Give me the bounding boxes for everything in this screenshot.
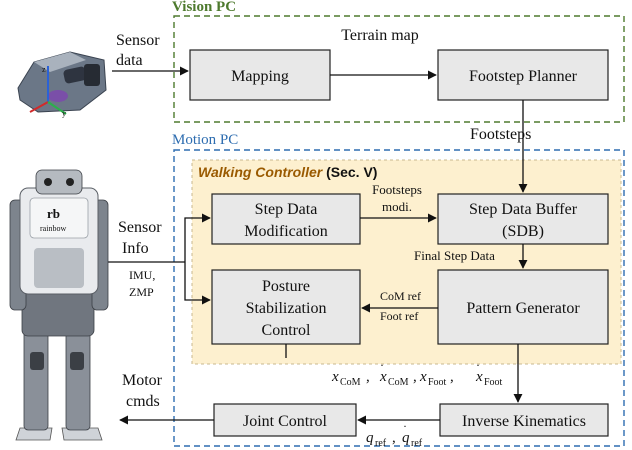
stereo-camera-icon: z y: [17, 51, 107, 118]
svg-text:ref: ref: [375, 438, 387, 449]
motion-pc-group: [173, 149, 625, 447]
mapping-label: Mapping: [231, 68, 289, 85]
joint-control-label: Joint Control: [243, 413, 328, 430]
motion-pc-title: Motion PC: [172, 132, 238, 148]
footstep-planner-box: [437, 49, 609, 101]
svg-text:Foot: Foot: [428, 377, 447, 388]
step-data-modification-label-1: Step Data: [255, 201, 318, 218]
svg-text:rainbow: rainbow: [40, 224, 66, 233]
joint-control-box: [213, 403, 357, 437]
svg-text:rb: rb: [47, 206, 60, 221]
svg-text:·: ·: [476, 358, 480, 372]
svg-text:x: x: [419, 369, 427, 385]
svg-text:q: q: [402, 430, 410, 446]
imu-zmp-label-1: IMU,: [129, 268, 155, 282]
svg-text:q: q: [366, 430, 374, 446]
state-vector-label: x CoM , x · CoM , x Foot , x · Foot: [331, 358, 503, 388]
footstep-planner-label: Footstep Planner: [469, 68, 578, 85]
arrow-sensor-to-modification: [184, 213, 211, 262]
svg-text:·: ·: [403, 419, 407, 433]
motor-cmds-label-1: Motor: [122, 372, 163, 389]
footsteps-modi-label-2: modi.: [382, 199, 412, 214]
step-data-modification-box: [211, 193, 361, 245]
inverse-kinematics-box: [439, 403, 609, 437]
svg-text:,: ,: [392, 430, 396, 446]
svg-text:z: z: [42, 65, 46, 74]
svg-text:,: ,: [450, 369, 454, 385]
joint-ref-label: q ref , q · ref: [366, 419, 423, 449]
pattern-generator-label: Pattern Generator: [466, 300, 580, 317]
footsteps-label: Footsteps: [470, 126, 531, 143]
inverse-kinematics-label: Inverse Kinematics: [462, 413, 586, 430]
terrain-map-label: Terrain map: [341, 27, 419, 44]
posture-stabilization-label-2: Stabilization: [246, 300, 327, 317]
step-data-modification-label-2: Modification: [244, 223, 328, 240]
humanoid-robot-icon: rb rainbow: [9, 169, 109, 441]
svg-text:,: ,: [366, 369, 370, 385]
sensor-data-label-2: data: [116, 52, 143, 69]
step-data-buffer-box: [437, 193, 609, 245]
svg-text:x: x: [379, 369, 387, 385]
svg-text:CoM: CoM: [388, 377, 409, 388]
svg-text:CoM: CoM: [340, 377, 361, 388]
svg-text:y: y: [62, 109, 66, 118]
posture-stabilization-label-1: Posture: [262, 278, 310, 295]
pattern-generator-box: [437, 269, 609, 345]
svg-text:·: ·: [380, 358, 384, 372]
posture-stabilization-box: [211, 269, 361, 345]
arrow-sensor-to-posture: [184, 262, 211, 305]
svg-text:,: ,: [413, 369, 417, 385]
step-data-buffer-label-1: Step Data Buffer: [469, 201, 578, 218]
footsteps-modi-label-1: Footsteps: [372, 182, 422, 197]
sensor-info-label-1: Sensor: [118, 219, 162, 236]
sensor-info-label-2: Info: [122, 240, 149, 257]
svg-text:Foot: Foot: [484, 377, 503, 388]
imu-zmp-label-2: ZMP: [129, 285, 154, 299]
svg-text:x: x: [475, 369, 483, 385]
sensor-data-label-1: Sensor: [116, 32, 160, 49]
posture-stabilization-label-3: Control: [262, 322, 311, 339]
vision-pc-title: Vision PC: [172, 0, 236, 15]
vision-pc-group: [173, 15, 625, 123]
com-ref-label: CoM ref: [380, 289, 421, 303]
svg-text:ref: ref: [411, 438, 423, 449]
mapping-box: [189, 49, 331, 101]
motor-cmds-label-2: cmds: [126, 393, 160, 410]
svg-text:x: x: [331, 369, 339, 385]
step-data-buffer-label-2: (SDB): [502, 223, 544, 240]
foot-ref-label: Foot ref: [380, 309, 418, 323]
final-step-data-label: Final Step Data: [414, 248, 495, 263]
walking-controller-title: Walking Controller (Sec. V): [198, 164, 377, 180]
